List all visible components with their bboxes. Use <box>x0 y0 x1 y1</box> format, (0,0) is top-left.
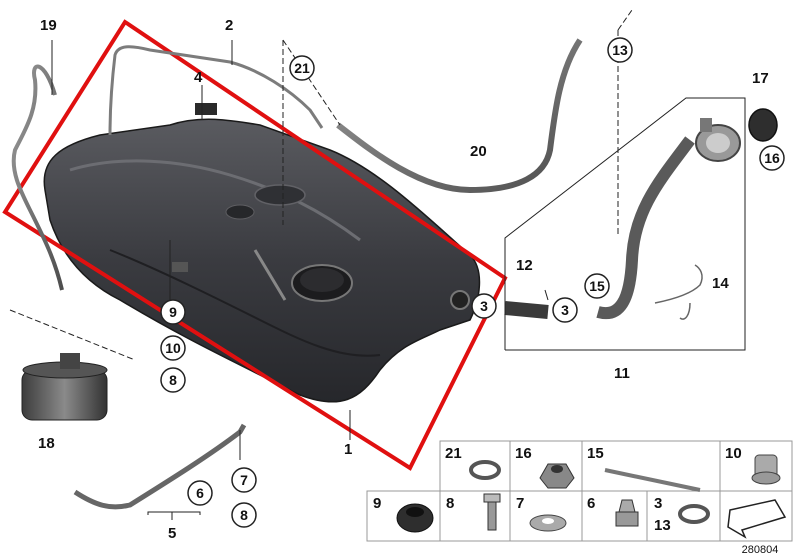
callout-4: 4 <box>194 69 203 86</box>
callout-15: 15 <box>589 278 605 294</box>
carbon-canister <box>21 353 108 421</box>
leader-lines <box>9 9 633 440</box>
legend-13: 13 <box>654 517 671 534</box>
callout-19: 19 <box>40 17 57 34</box>
cable-14 <box>654 264 703 304</box>
small-parts-legend: 21 16 15 10 9 8 7 6 3 13 <box>366 440 793 542</box>
legend-8: 8 <box>446 495 454 512</box>
callout-10: 10 <box>165 340 181 356</box>
legend-9: 9 <box>373 495 381 512</box>
legend-7: 7 <box>516 495 524 512</box>
callout-13: 13 <box>612 42 628 58</box>
callout-7: 7 <box>240 472 248 488</box>
cable-tie-icon <box>604 468 701 492</box>
hose-20 <box>336 38 583 194</box>
legend-6: 6 <box>587 495 595 512</box>
callout-3b: 3 <box>561 302 569 318</box>
callout-18: 18 <box>38 435 55 452</box>
callout-1: 1 <box>344 441 352 458</box>
arrow-icon <box>727 499 787 539</box>
callout-9: 9 <box>169 304 177 320</box>
callout-2: 2 <box>225 17 233 34</box>
legend-16: 16 <box>515 445 532 462</box>
legend-15: 15 <box>587 445 604 462</box>
vent-line-19 <box>11 64 64 291</box>
diagram-number: 280804 <box>742 544 779 556</box>
callout-11: 11 <box>614 365 630 382</box>
callout-12: 12 <box>516 257 533 274</box>
fuel-tank <box>43 103 481 403</box>
pad-part <box>195 103 217 115</box>
rubber-grommet-icon <box>396 503 434 533</box>
callout-8b: 8 <box>240 507 248 523</box>
filler-pipe <box>596 136 695 320</box>
tank-strap <box>73 423 247 510</box>
bolt-icon <box>487 499 497 531</box>
callout-14: 14 <box>712 275 729 292</box>
callout-labels: 19 2 4 20 17 12 14 11 1 18 5 21 13 16 3 … <box>38 17 785 542</box>
callout-6: 6 <box>196 485 204 501</box>
callout-21: 21 <box>294 60 310 76</box>
legend-21: 21 <box>445 445 462 462</box>
clamp-icon <box>678 504 710 524</box>
highlight-frame <box>2 19 508 471</box>
callout-8a: 8 <box>169 372 177 388</box>
nut-icon <box>539 463 575 489</box>
callout-5: 5 <box>168 525 176 542</box>
callout-3a: 3 <box>480 298 488 314</box>
filler-box <box>504 97 746 351</box>
clip-icon <box>618 499 636 513</box>
callout-20: 20 <box>470 143 487 160</box>
callout-16: 16 <box>764 150 780 166</box>
fuel-cap <box>748 108 778 142</box>
callout-17: 17 <box>752 70 769 87</box>
legend-10: 10 <box>725 445 742 462</box>
legend-3: 3 <box>654 495 662 512</box>
hose-clamp-icon <box>469 460 501 480</box>
